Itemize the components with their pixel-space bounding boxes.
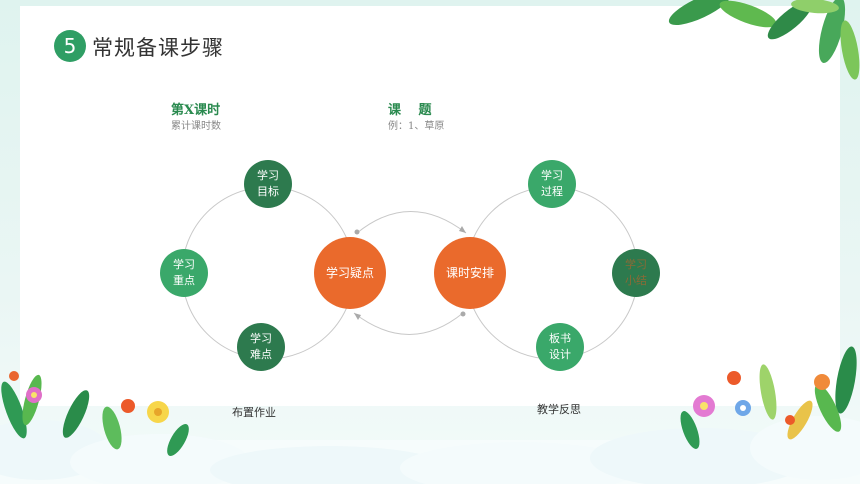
right-cycle-node-process: 学习 过程 bbox=[528, 160, 576, 208]
arc-bottom-arrowhead bbox=[354, 313, 361, 320]
right-cycle-node-summary: 学习 小结 bbox=[612, 249, 660, 297]
center-node-left: 学习疑点 bbox=[314, 237, 386, 309]
arc-bottom-start-dot bbox=[460, 311, 466, 317]
arc-bottom bbox=[353, 312, 464, 335]
topic-subtext: 例：1、草原 bbox=[388, 121, 445, 132]
right-cycle-node-board: 板书 设计 bbox=[536, 323, 584, 371]
plants-bottom-right bbox=[680, 346, 857, 449]
plants-bottom-left bbox=[1, 371, 189, 456]
left-cycle-node-key-point: 学习 重点 bbox=[160, 249, 208, 297]
center-node-right: 课时安排 bbox=[434, 237, 506, 309]
leaves-top-right bbox=[668, 0, 860, 80]
arc-top-start-dot bbox=[354, 229, 360, 235]
page-title: 常规备课步骤 bbox=[92, 36, 224, 60]
caption-reflection: 教学反思 bbox=[537, 403, 581, 416]
arc-top-arrowhead bbox=[459, 226, 466, 233]
arrowheads bbox=[354, 226, 466, 320]
left-cycle-node-difficulty: 学习 难点 bbox=[237, 323, 285, 371]
clouds-bottom bbox=[0, 416, 860, 484]
lesson-subtext: 累计课时数 bbox=[171, 121, 221, 132]
caption-homework: 布置作业 bbox=[232, 406, 276, 419]
section-number-badge: 5 bbox=[54, 30, 86, 62]
arc-top bbox=[356, 211, 467, 234]
topic-heading: 课 题 bbox=[388, 103, 432, 118]
slide-canvas bbox=[20, 6, 840, 406]
left-cycle-node-goal: 学习 目标 bbox=[244, 160, 292, 208]
lesson-heading: 第X课时 bbox=[171, 103, 221, 118]
